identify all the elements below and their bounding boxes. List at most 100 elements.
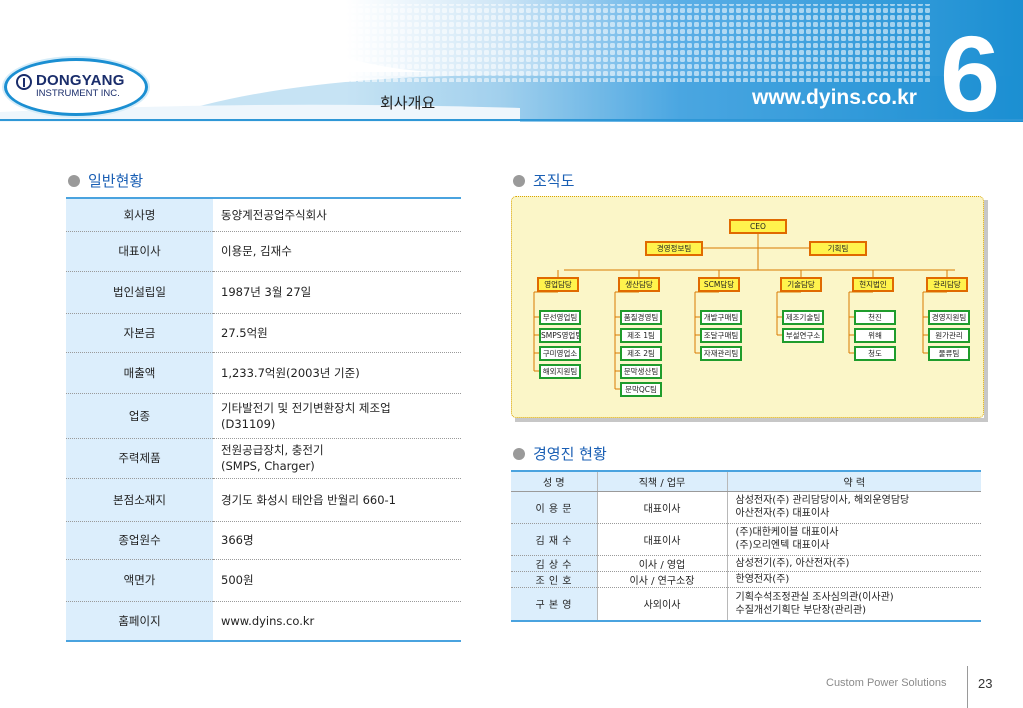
org-division[interactable]: 기술담당 xyxy=(780,277,822,292)
org-team[interactable]: 문막QC팀 xyxy=(620,382,662,397)
org-unit-planning-info[interactable]: 경영정보팀 xyxy=(645,241,703,256)
org-division[interactable]: 관리담당 xyxy=(926,277,968,292)
org-team[interactable]: 조달구매팀 xyxy=(700,328,742,343)
logo-badge[interactable] xyxy=(4,58,148,116)
general-heading-text: 일반현황 xyxy=(88,172,144,190)
row-value-line: (D31109) xyxy=(221,416,276,431)
row-value-line: (SMPS, Charger) xyxy=(221,459,315,473)
row-label: 자본금 xyxy=(66,313,213,353)
org-team[interactable]: 자재관리팀 xyxy=(700,346,742,361)
career-line: (주)대한케이블 대표이사 xyxy=(735,527,839,538)
row-value-line: 동양계전공업주식회사 xyxy=(221,207,327,222)
org-team[interactable]: 품질경영팀 xyxy=(620,310,662,325)
exec-name: 김 재 수 xyxy=(511,523,597,556)
row-value: 동양계전공업주식회사 xyxy=(213,198,461,232)
exec-career: 삼성전기(주), 아산전자(주) xyxy=(726,555,981,572)
header-banner xyxy=(0,0,1023,122)
exec-career: (주)대한케이블 대표이사 (주)오리엔텍 대표이사 xyxy=(726,523,981,556)
row-label: 종업원수 xyxy=(66,521,213,560)
row-value: 1987년 3월 27일 xyxy=(213,271,461,314)
column-header-career: 약 력 xyxy=(726,471,981,492)
row-value-line: 1,233.7억원(2003년 기준) xyxy=(221,365,360,380)
row-value-line: www.dyins.co.kr xyxy=(221,613,315,628)
row-label: 액면가 xyxy=(66,559,213,602)
exec-position: 사외이사 xyxy=(596,587,727,621)
page-header: DONGYANG INSTRUMENT INC. 회사개요 www.dyins.… xyxy=(0,0,1023,128)
career-line: 수질개선기획단 부단장(관리관) xyxy=(735,604,867,616)
org-team[interactable]: 천진 xyxy=(854,310,896,325)
org-division[interactable]: 현지법인 xyxy=(852,277,894,292)
org-division[interactable]: 영업담당 xyxy=(537,277,579,292)
org-team[interactable]: 구미영업소 xyxy=(539,346,581,361)
org-heading: 조직도 xyxy=(513,170,574,191)
career-line: (주)오리엔텍 대표이사 xyxy=(735,540,830,551)
org-team[interactable]: 제조 2팀 xyxy=(620,346,662,361)
org-division[interactable]: SCM담당 xyxy=(698,277,740,292)
row-value: 전원공급장치, 충전기 (SMPS, Charger) xyxy=(213,438,461,479)
org-team[interactable]: 부설연구소 xyxy=(782,328,824,343)
exec-heading-text: 경영진 현황 xyxy=(533,445,607,463)
org-division[interactable]: 생산담당 xyxy=(618,277,660,292)
org-team[interactable]: 제조기술팀 xyxy=(782,310,824,325)
row-value: 경기도 화성시 태안읍 반월리 660-1 xyxy=(213,478,461,522)
row-value: 1,233.7억원(2003년 기준) xyxy=(213,352,461,394)
table-row: 본점소재지 경기도 화성시 태안읍 반월리 660-1 xyxy=(66,478,461,522)
career-line: 삼성전자(주) 관리담당이사, 해외운영담당 xyxy=(735,495,910,506)
org-team[interactable]: 위해 xyxy=(854,328,896,343)
career-line: 아산전자(주) 대표이사 xyxy=(735,508,830,519)
row-value-line: 경기도 화성시 태안읍 반월리 660-1 xyxy=(221,492,396,507)
exec-heading: 경영진 현황 xyxy=(513,443,607,464)
row-value-line: 이용문, 김재수 xyxy=(221,244,292,258)
org-team[interactable]: SMPS영업팀 xyxy=(539,328,581,343)
row-label: 매출액 xyxy=(66,352,213,394)
logo-subtitle: INSTRUMENT INC. xyxy=(36,88,120,99)
org-team[interactable]: 물류팀 xyxy=(928,346,970,361)
exec-name: 조 인 호 xyxy=(511,571,597,588)
row-value: www.dyins.co.kr xyxy=(213,601,461,641)
row-label: 업종 xyxy=(66,393,213,439)
row-value: 366명 xyxy=(213,521,461,560)
row-value: 기타발전기 및 전기변환장치 제조업(D31109) xyxy=(213,393,461,439)
row-value-line: 전원공급장치, 충전기 xyxy=(221,443,324,457)
org-team[interactable]: 원가관리 xyxy=(928,328,970,343)
row-value-line: 기타발전기 및 전기변환장치 제조업 xyxy=(221,400,391,415)
org-connectors xyxy=(533,234,955,390)
bullet-icon xyxy=(68,174,80,187)
org-heading-text: 조직도 xyxy=(533,172,575,190)
column-header-name: 성 명 xyxy=(511,471,597,492)
row-label: 본점소재지 xyxy=(66,478,213,522)
org-unit-planning[interactable]: 기획팀 xyxy=(809,241,867,256)
org-team[interactable]: 무선영업팀 xyxy=(539,310,581,325)
org-team[interactable]: 문막생산팀 xyxy=(620,364,662,379)
org-team[interactable]: 개발구매팀 xyxy=(700,310,742,325)
exec-career: 기획수석조정관실 조사심의관(이사관)수질개선기획단 부단장(관리관) xyxy=(726,587,981,621)
footer-tagline: Custom Power Solutions xyxy=(826,677,947,689)
bullet-icon xyxy=(513,447,525,460)
row-value: 이용문, 김재수 xyxy=(213,231,461,272)
general-heading: 일반현황 xyxy=(68,170,143,191)
header-url[interactable]: www.dyins.co.kr xyxy=(752,86,917,109)
row-value-line: 366명 xyxy=(221,533,254,547)
org-team[interactable]: 경영지원팀 xyxy=(928,310,970,325)
page-number: 23 xyxy=(978,676,993,691)
career-line: 삼성전기(주), 아산전자(주) xyxy=(735,557,850,569)
row-value-line: 1987년 3월 27일 xyxy=(221,285,312,299)
bullet-icon xyxy=(513,174,525,187)
org-team[interactable]: 해외지원팀 xyxy=(539,364,581,379)
org-team[interactable]: 청도 xyxy=(854,346,896,361)
exec-position: 이사 / 연구소장 xyxy=(596,571,727,588)
org-team[interactable]: 제조 1팀 xyxy=(620,328,662,343)
org-ceo[interactable]: CEO xyxy=(729,219,787,234)
exec-position: 이사 / 영업 xyxy=(596,555,727,572)
